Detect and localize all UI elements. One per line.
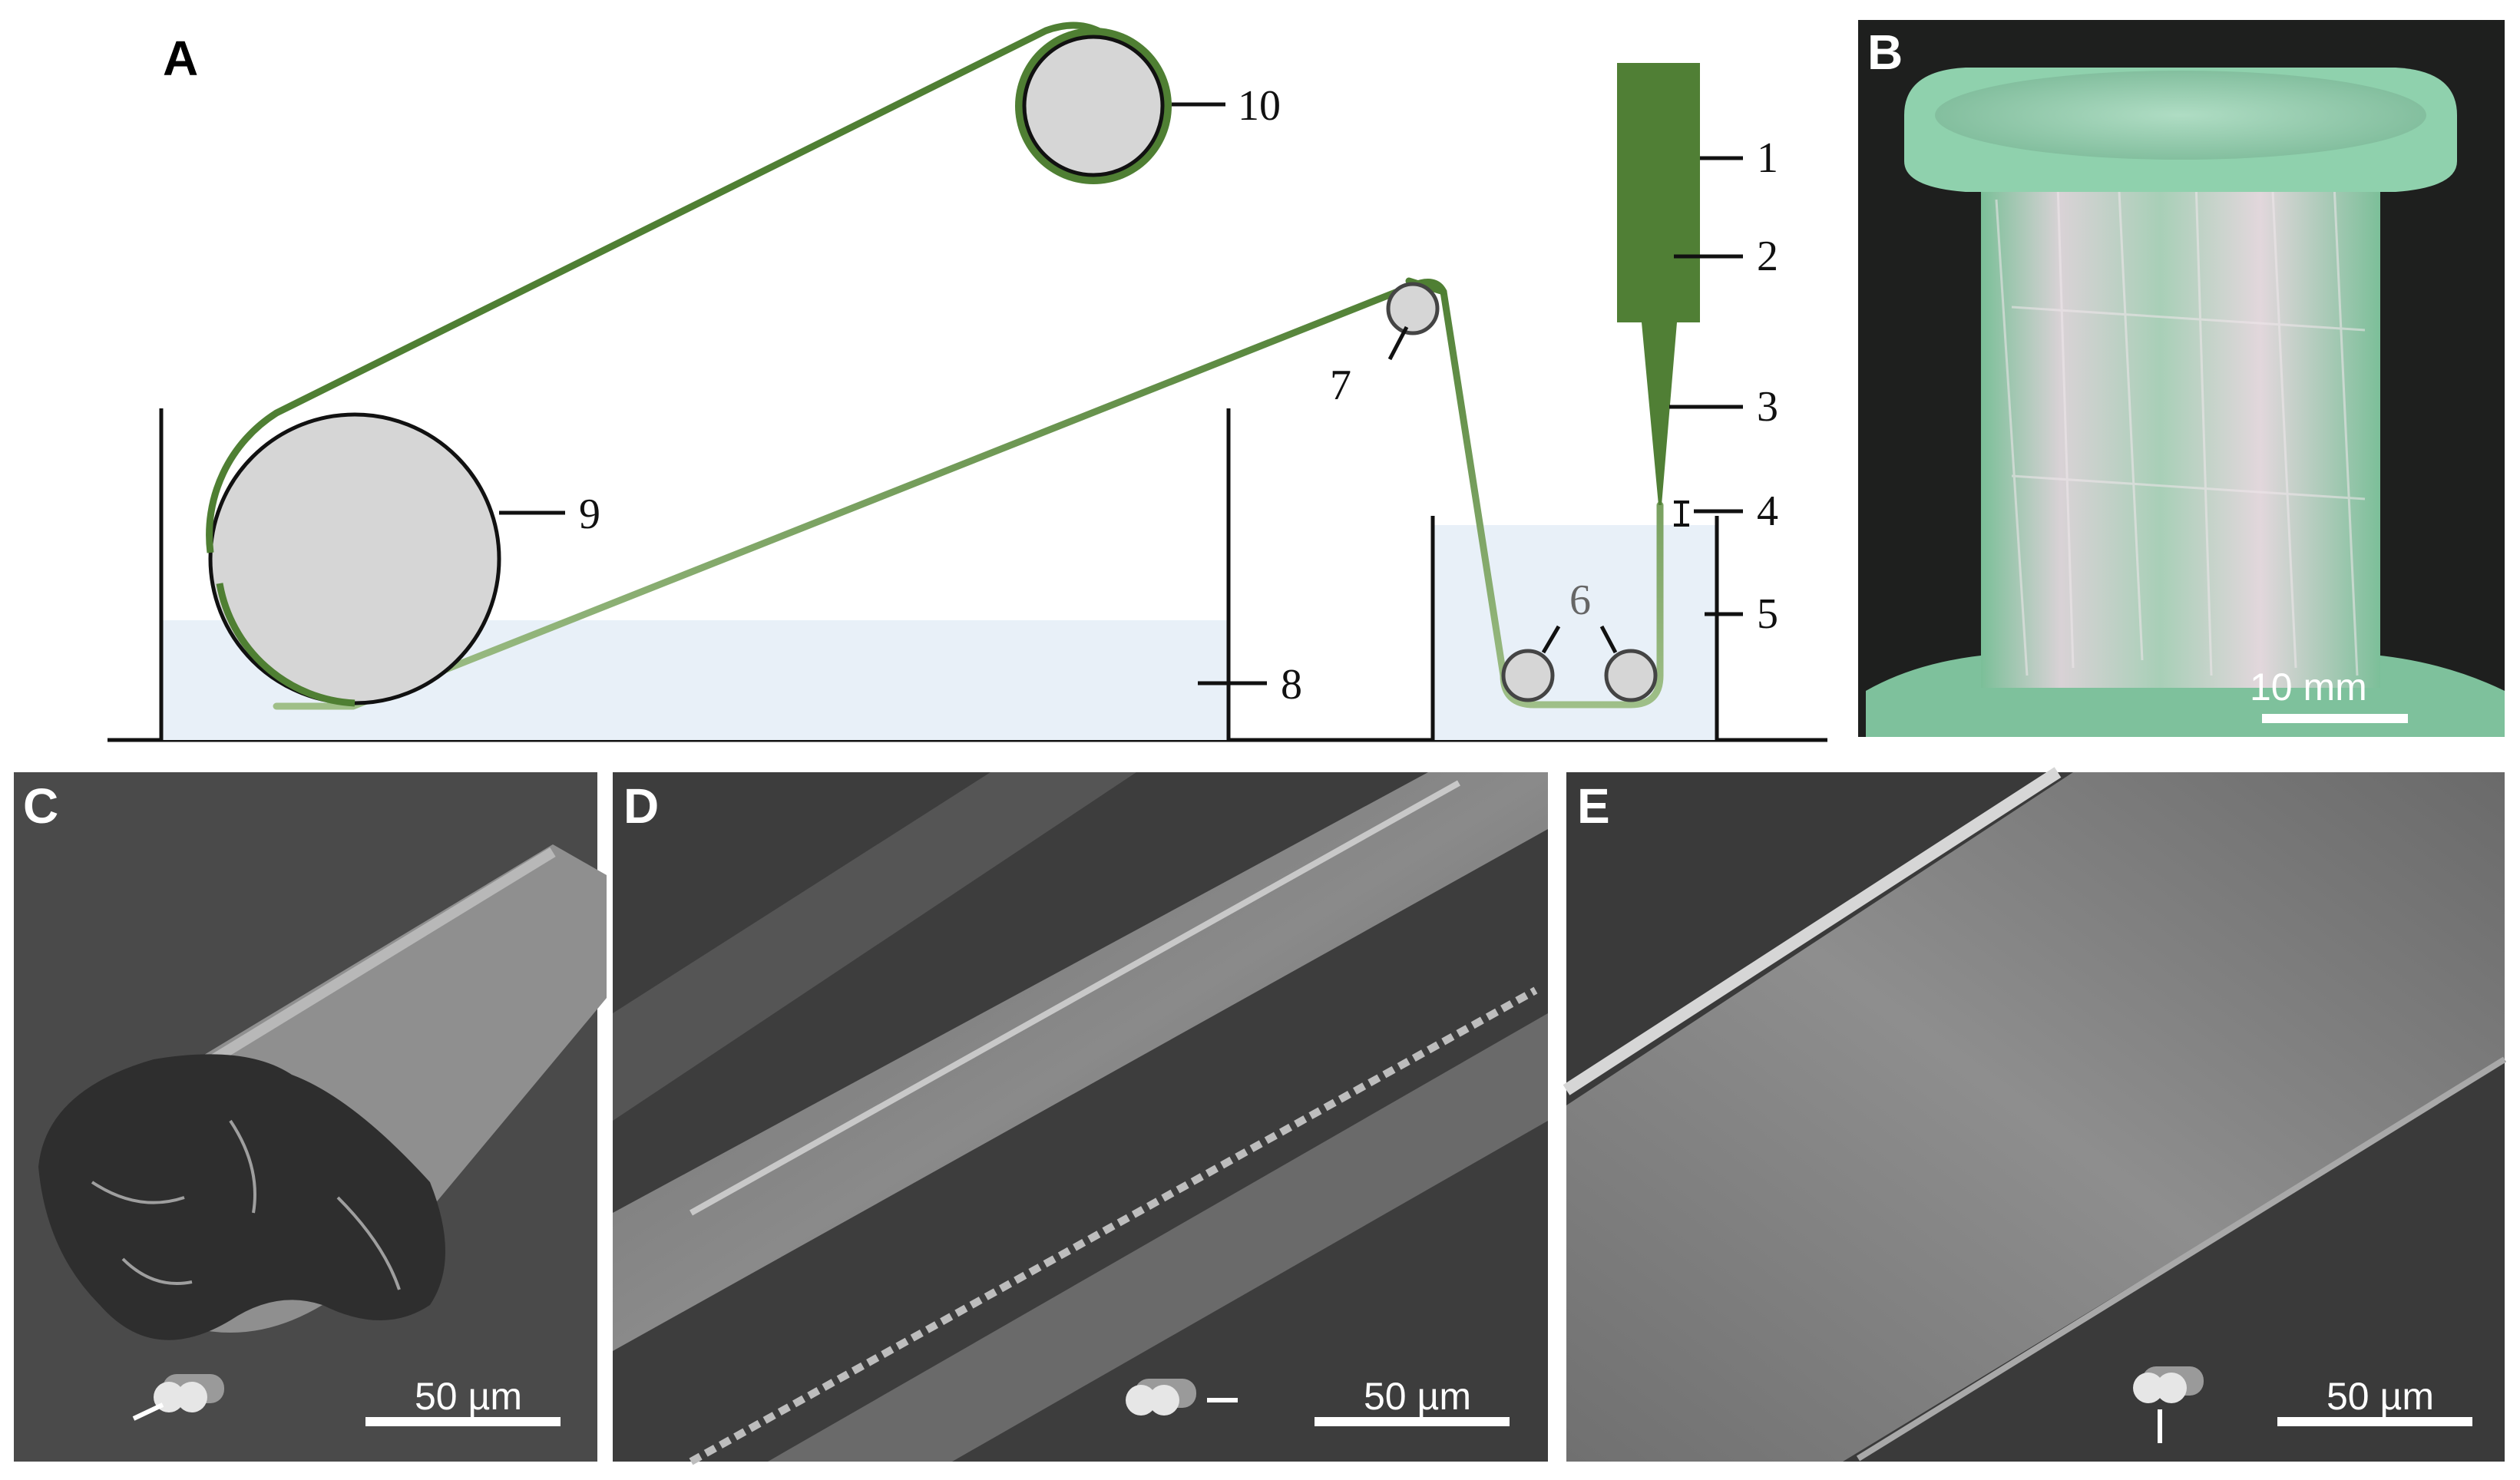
- panel-d: D 50 µm: [613, 772, 1548, 1465]
- fiber-wrap-roller-9: [216, 583, 356, 707]
- syringe-nozzle: [1617, 63, 1700, 505]
- sem-d-seam: [689, 986, 1538, 1465]
- panel-a: A: [107, 21, 1827, 742]
- air-gap-marker: [1674, 500, 1689, 527]
- sem-e-fiber: [1566, 772, 2505, 1462]
- panel-b: B 10 mm: [1858, 20, 2505, 737]
- sem-c-fracture-texture: [91, 1119, 401, 1290]
- label-8: 8: [1281, 661, 1302, 709]
- yarn-strands: [1995, 180, 2366, 676]
- panel-d-scale-text: 50 µm: [1364, 1375, 1471, 1418]
- sem-d-upper-fiber: [613, 772, 1548, 1351]
- panel-e-scale-bar: [2277, 1417, 2472, 1426]
- panel-c-letter: C: [23, 778, 58, 834]
- roller-7: [1386, 282, 1440, 335]
- panel-e-letter: E: [1577, 778, 1610, 834]
- label-10: 10: [1238, 82, 1281, 130]
- panel-d-scale-bar: [1315, 1417, 1510, 1426]
- fiber-wrap-roller-9-top: [206, 410, 279, 553]
- roller-10: [1022, 35, 1165, 177]
- sem-e-fiber-lower-edge: [1856, 1056, 2507, 1462]
- roller-6-right-pointer: [1599, 625, 1618, 654]
- orientation-glyph-e: [2133, 1366, 2204, 1443]
- roller-6-right: [1604, 649, 1658, 702]
- panel-c-scale-bar: [365, 1417, 561, 1426]
- sem-d-back-fiber: [613, 772, 1136, 1121]
- sem-e-fiber-edge: [1563, 767, 2062, 1095]
- orientation-glyph-d: [1126, 1379, 1238, 1416]
- spool-top-highlight: [1935, 71, 2426, 160]
- roller-6-left-pointer: [1541, 625, 1561, 654]
- sem-d-highlight: [690, 780, 1460, 1216]
- label-3: 3: [1757, 383, 1778, 431]
- label-1: 1: [1757, 134, 1778, 182]
- panel-e-scale-text: 50 µm: [2327, 1375, 2434, 1418]
- label-4: 4: [1757, 487, 1778, 535]
- label-6: 6: [1569, 576, 1591, 624]
- panel-c-scale-text: 50 µm: [415, 1375, 522, 1418]
- label-9: 9: [579, 491, 600, 538]
- panel-e: E 50 µm: [1563, 767, 2507, 1462]
- panel-b-letter: B: [1867, 25, 1903, 80]
- label-5: 5: [1757, 590, 1778, 638]
- spool-yarn: [1981, 166, 2380, 688]
- fiber-to-winder: [273, 21, 1102, 417]
- orientation-glyph-c: [132, 1374, 224, 1421]
- panel-a-letter: A: [163, 31, 198, 86]
- roller-9: [208, 412, 501, 705]
- panel-b-scale-bar: [2262, 714, 2408, 723]
- callout-lines: [499, 102, 1743, 685]
- panel-c: C 50 µm: [14, 772, 607, 1462]
- panel-b-scale-text: 10 mm: [2250, 666, 2367, 709]
- sem-c-fracture-surface: [38, 1054, 445, 1340]
- sem-d-lower-fiber: [768, 1013, 1548, 1462]
- roller-6-left: [1501, 649, 1555, 702]
- label-7: 7: [1330, 362, 1351, 409]
- panel-d-letter: D: [623, 778, 659, 834]
- label-2: 2: [1757, 233, 1778, 280]
